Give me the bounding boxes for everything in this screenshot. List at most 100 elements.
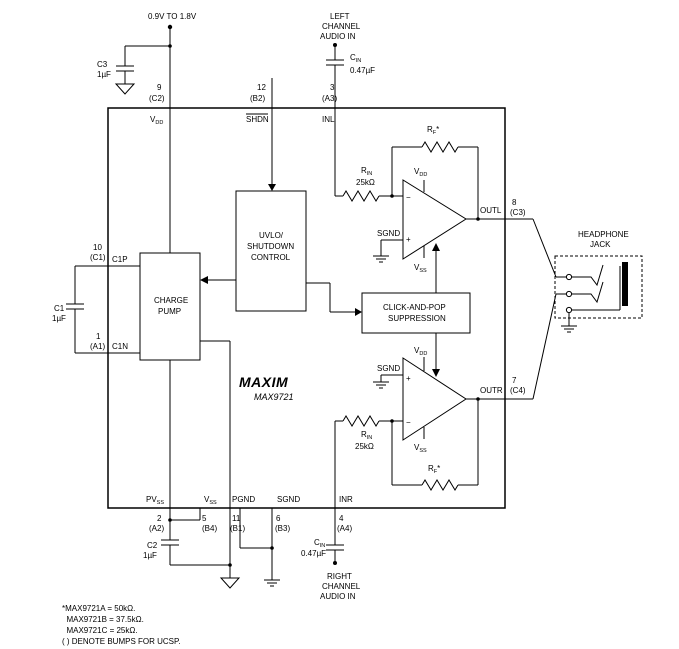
svg-text:C1N: C1N xyxy=(112,342,128,351)
svg-text:VDD: VDD xyxy=(414,167,427,178)
c2-capacitor xyxy=(161,508,230,566)
svg-text:PVSS: PVSS xyxy=(146,495,164,506)
cin-left-capacitor xyxy=(326,45,344,196)
svg-text:8: 8 xyxy=(512,198,517,207)
svg-text:C1P: C1P xyxy=(112,255,128,264)
svg-text:25kΩ: 25kΩ xyxy=(355,442,374,451)
sgnd-left-ground-icon xyxy=(373,255,389,263)
svg-text:JACK: JACK xyxy=(590,240,611,249)
svg-text:C1: C1 xyxy=(54,304,65,313)
svg-text:RF*: RF* xyxy=(427,125,439,136)
svg-text:(A3): (A3) xyxy=(322,94,337,103)
svg-text:9: 9 xyxy=(157,83,162,92)
svg-text:RIN: RIN xyxy=(361,166,372,177)
jack-contact-right xyxy=(565,290,573,298)
svg-text:(B4): (B4) xyxy=(202,524,217,533)
svg-text:−: − xyxy=(406,193,411,202)
c3-value: 1µF xyxy=(97,70,111,79)
svg-text:C2: C2 xyxy=(147,541,158,550)
svg-text:INR: INR xyxy=(339,495,353,504)
svg-text:PUMP: PUMP xyxy=(158,307,181,316)
svg-text:4: 4 xyxy=(339,514,344,523)
svg-text:( ) DENOTE BUMPS FOR UCSP.: ( ) DENOTE BUMPS FOR UCSP. xyxy=(62,637,181,646)
svg-text:CHANNEL: CHANNEL xyxy=(322,22,361,31)
svg-text:RF*: RF* xyxy=(428,464,440,475)
pin-c1n: 1 (A1) C1N xyxy=(90,332,128,351)
svg-text:5: 5 xyxy=(202,514,207,523)
svg-text:SGND: SGND xyxy=(377,364,400,373)
cin-right-capacitor xyxy=(326,508,344,562)
svg-text:(A4): (A4) xyxy=(337,524,352,533)
rf-right-resistor xyxy=(391,399,479,491)
svg-text:MAX9721C = 25kΩ.: MAX9721C = 25kΩ. xyxy=(62,626,138,635)
svg-text:CHANNEL: CHANNEL xyxy=(322,582,361,591)
svg-text:AUDIO IN: AUDIO IN xyxy=(320,592,356,601)
clickpop-to-amp-right-arrow-icon xyxy=(432,369,440,377)
svg-text:(C3): (C3) xyxy=(510,208,526,217)
svg-text:(B1): (B1) xyxy=(230,524,245,533)
svg-text:SHDN: SHDN xyxy=(246,115,269,124)
charge-pump-block xyxy=(139,252,201,361)
svg-text:SUPPRESSION: SUPPRESSION xyxy=(388,314,446,323)
svg-text:*MAX9721A = 50kΩ.: *MAX9721A = 50kΩ. xyxy=(62,604,135,613)
svg-text:CHARGE: CHARGE xyxy=(154,296,188,305)
c3-capacitor xyxy=(114,46,136,95)
cin-left-value: 0.47µF xyxy=(350,66,375,75)
svg-text:VDD: VDD xyxy=(150,115,163,126)
clickpop-to-amp-left-arrow-icon xyxy=(432,243,440,251)
svg-text:(A1): (A1) xyxy=(90,342,105,351)
svg-text:UVLO/: UVLO/ xyxy=(259,231,284,240)
jack-plug-icon xyxy=(622,262,628,306)
cin-left-name: CIN xyxy=(350,53,361,64)
shdn-arrow-icon xyxy=(268,184,276,191)
svg-text:11: 11 xyxy=(232,514,241,523)
svg-text:INL: INL xyxy=(322,115,335,124)
svg-text:1µF: 1µF xyxy=(143,551,157,560)
cp-to-uvlo-arrow-icon xyxy=(200,276,208,284)
pin-pvss: PVSS 2 (A2) xyxy=(146,495,164,533)
svg-text:6: 6 xyxy=(276,514,281,523)
svg-text:1: 1 xyxy=(96,332,101,341)
svg-text:PGND: PGND xyxy=(232,495,255,504)
svg-text:CLICK-AND-POP: CLICK-AND-POP xyxy=(383,303,446,312)
pin-shdn: 12 (B2) SHDN xyxy=(246,83,269,124)
pin-outl: 8 (C3) xyxy=(510,198,526,217)
svg-text:3: 3 xyxy=(330,83,335,92)
part-number-label: MAX9721 xyxy=(254,392,294,402)
svg-text:OUTL: OUTL xyxy=(480,206,502,215)
jack-ground-icon xyxy=(561,325,577,333)
svg-text:VSS: VSS xyxy=(414,443,427,454)
svg-text:HEADPHONE: HEADPHONE xyxy=(578,230,629,239)
left-channel-label: LEFT CHANNEL AUDIO IN xyxy=(320,12,361,41)
svg-text:+: + xyxy=(406,374,411,383)
c1-capacitor xyxy=(66,265,140,354)
svg-text:−: − xyxy=(406,418,411,427)
rf-left-resistor xyxy=(391,141,479,219)
amp-right-opamp xyxy=(402,357,467,441)
pin-vdd: 9 (C2) VDD xyxy=(149,83,165,126)
svg-text:VSS: VSS xyxy=(414,263,427,274)
svg-text:SHUTDOWN: SHUTDOWN xyxy=(247,242,294,251)
svg-text:(C1): (C1) xyxy=(90,253,106,262)
svg-text:1µF: 1µF xyxy=(52,314,66,323)
svg-text:SGND: SGND xyxy=(377,229,400,238)
pin-pgnd: PGND 11 (B1) xyxy=(230,495,255,533)
svg-text:12: 12 xyxy=(257,83,266,92)
pin-inr: INR 4 (A4) xyxy=(337,495,353,533)
jack-contact-left xyxy=(565,273,573,281)
right-channel-label: RIGHT CHANNEL AUDIO IN xyxy=(320,572,361,601)
pin-inl: 3 (A3) INL xyxy=(322,83,337,124)
svg-text:(C4): (C4) xyxy=(510,386,526,395)
footnotes: *MAX9721A = 50kΩ. MAX9721B = 37.5kΩ. MAX… xyxy=(62,604,181,646)
c3-ground-icon xyxy=(114,83,136,95)
svg-text:7: 7 xyxy=(512,376,517,385)
c3-name: C3 xyxy=(97,60,108,69)
svg-text:+: + xyxy=(406,235,411,244)
amp-left-opamp xyxy=(402,179,467,260)
svg-text:AUDIO IN: AUDIO IN xyxy=(320,32,356,41)
svg-text:RIGHT: RIGHT xyxy=(327,572,352,581)
sgnd-ground-icon xyxy=(264,579,280,587)
svg-text:CONTROL: CONTROL xyxy=(251,253,291,262)
pin-outr: 7 (C4) xyxy=(510,376,526,395)
